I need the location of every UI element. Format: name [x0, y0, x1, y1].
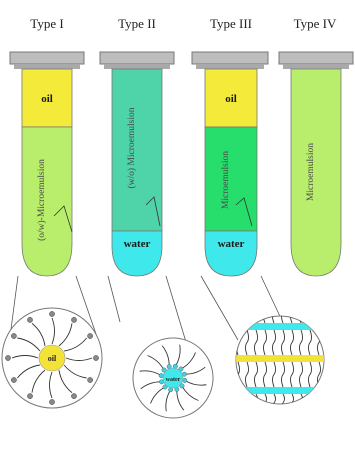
surfactant-head: [88, 377, 93, 382]
tube-4-cap: [279, 52, 353, 64]
surfactant-tail: [300, 300, 303, 323]
surfactant-head: [93, 355, 98, 360]
tube-2-cap: [100, 52, 174, 64]
bicontinuous-oil-band: [230, 355, 330, 362]
surfactant-tail: [237, 394, 240, 412]
tube-3-vertical-label: Microemulsion: [221, 151, 231, 209]
surfactant-head: [27, 394, 32, 399]
surfactant-head: [88, 333, 93, 338]
tube-3-cap: [192, 52, 268, 64]
tube-4-title: Type IV: [294, 16, 337, 31]
tube-3-water-label: water: [218, 238, 245, 250]
tube-1-microemulsion-phase: [22, 127, 72, 276]
tube-3-title: Type III: [210, 16, 252, 31]
bicontinuous-water-band-2: [230, 387, 330, 394]
surfactant-tail: [318, 394, 321, 412]
tube-3-oil-label: oil: [225, 93, 237, 105]
tube-1-cap: [10, 52, 84, 64]
magnifier-ow-micelle: oil: [2, 308, 102, 408]
tube-2-title: Type II: [118, 16, 156, 31]
surfactant-head: [49, 311, 54, 316]
oil-droplet-label: oil: [48, 354, 57, 363]
magnifier-wo-reverse-micelle: water: [133, 338, 213, 418]
surfactant-head: [11, 377, 16, 382]
surfactant-head: [49, 399, 54, 404]
tube-2-vertical-label: (w/o) Microemulsion: [126, 107, 137, 188]
bicontinuous-water-band-1: [230, 323, 330, 330]
magnifier-bicontinuous: [230, 300, 330, 412]
surfactant-head: [71, 394, 76, 399]
tube-2-water-label: water: [124, 238, 151, 250]
tube-1-vertical-label: (o/w)-Microemulsion: [36, 159, 47, 241]
surfactant-tail: [318, 300, 321, 323]
surfactant-tail: [255, 300, 258, 323]
tube-1-title: Type I: [30, 16, 63, 31]
surfactant-tail: [309, 394, 312, 412]
tube-4-microemulsion-phase: [291, 69, 341, 276]
surfactant-head: [71, 317, 76, 322]
tube-type-3: oil Microemulsion water: [192, 52, 268, 276]
surfactant-head: [11, 333, 16, 338]
tube-4-vertical-label: Microemulsion: [306, 143, 316, 201]
surfactant-head: [5, 355, 10, 360]
surfactant-head: [27, 317, 32, 322]
water-droplet-label: water: [166, 377, 181, 383]
surfactant-tail: [309, 300, 312, 323]
surfactant-tail: [246, 394, 249, 412]
tube-type-2: (w/o) Microemulsion water: [100, 52, 174, 276]
tube-2-microemulsion-phase: [112, 69, 162, 231]
tube-1-oil-label: oil: [41, 93, 53, 105]
tube-type-4: Microemulsion: [279, 52, 353, 276]
surfactant-tail: [237, 300, 240, 323]
surfactant-tail: [246, 300, 249, 323]
tube-type-1: oil (o/w)-Microemulsion: [10, 52, 84, 276]
